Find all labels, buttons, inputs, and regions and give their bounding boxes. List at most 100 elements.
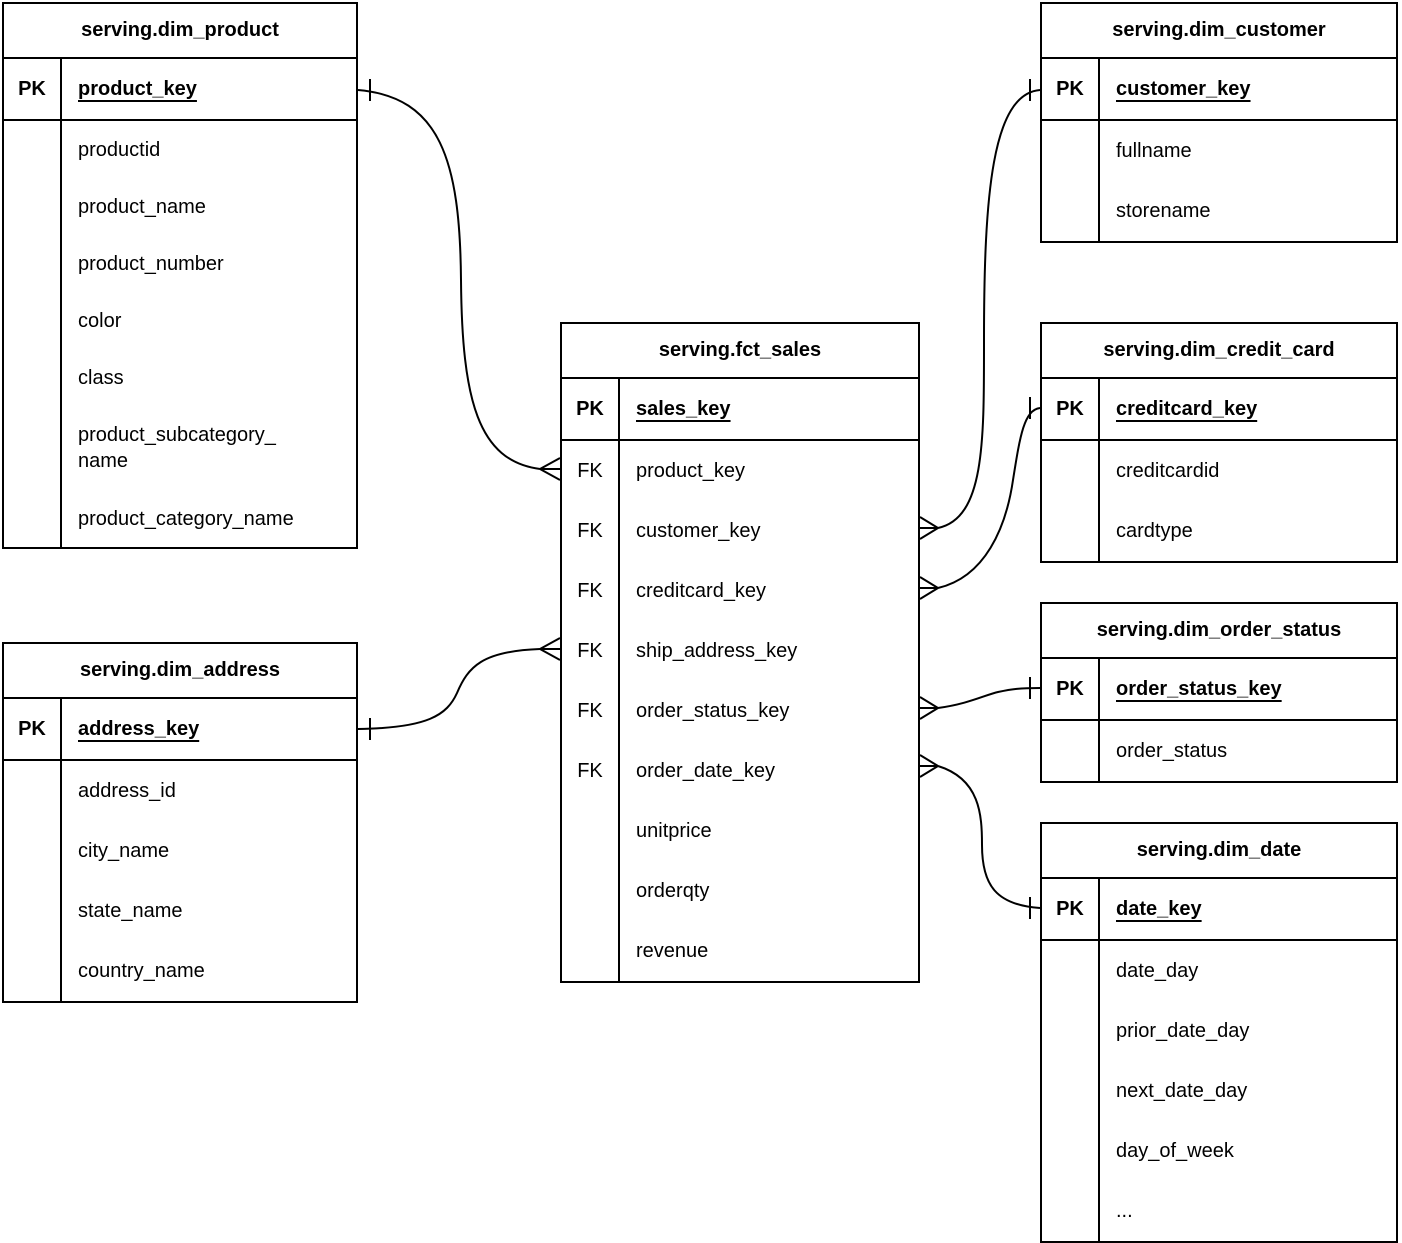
pk-field-customer_key: customer_key <box>1100 59 1396 119</box>
fk-label: FK <box>562 441 620 501</box>
table-title-dim_product: serving.dim_product <box>4 4 356 59</box>
field-name-fullname: fullname <box>1100 121 1396 181</box>
field-name-text: color <box>78 309 122 332</box>
field-row-cardtype: cardtype <box>1042 501 1396 561</box>
field-name-text: product_name <box>78 195 206 218</box>
pk-field-text: creditcard_key <box>1116 398 1258 420</box>
crow-foot-icon-order-date <box>919 754 939 778</box>
empty-key-cell <box>4 881 62 941</box>
field-name-text: ... <box>1116 1200 1133 1222</box>
field-name-product_category_name: product_category_name <box>62 490 356 547</box>
pk-label: PK <box>562 379 620 439</box>
pk-label: PK <box>1042 59 1100 119</box>
field-row-next_date_day: next_date_day <box>1042 1061 1396 1121</box>
field-row-day_of_week: day_of_week <box>1042 1121 1396 1181</box>
pk-label: PK <box>1042 379 1100 439</box>
field-name-text: productid <box>78 138 161 161</box>
field-name-product_subcategory_name: product_subcategory_ name <box>62 406 356 490</box>
field-row-creditcardid: creditcardid <box>1042 441 1396 501</box>
empty-key-cell <box>4 292 62 349</box>
crow-foot-icon-customer <box>919 516 939 540</box>
table-title-dim_date: serving.dim_date <box>1042 824 1396 879</box>
field-name-text: creditcardid <box>1116 460 1220 482</box>
field-name-text: next_date_day <box>1116 1080 1248 1102</box>
empty-key-cell <box>1042 501 1100 561</box>
relationship-line-order-date <box>937 765 1041 909</box>
field-name-product_name: product_name <box>62 178 356 235</box>
field-name-text: orderqty <box>636 880 710 902</box>
empty-key-cell <box>562 861 620 921</box>
field-row-city_name: city_name <box>4 821 356 881</box>
relationship-line-product <box>357 89 541 470</box>
field-row-ellipsis: ... <box>1042 1181 1396 1241</box>
field-name-text: customer_key <box>636 520 761 542</box>
pk-row-dim_customer: PK customer_key <box>1042 59 1396 121</box>
empty-key-cell <box>562 801 620 861</box>
field-name-text: revenue <box>636 940 709 962</box>
relationship-line-order-status <box>937 687 1041 709</box>
field-row-product_key: FK product_key <box>562 441 918 501</box>
field-name-revenue: revenue <box>620 921 918 981</box>
field-name-class: class <box>62 349 356 406</box>
table-title-dim_customer: serving.dim_customer <box>1042 4 1396 59</box>
field-name-text: product_key <box>636 460 745 482</box>
field-row-prior_date_day: prior_date_day <box>1042 1001 1396 1061</box>
field-name-text: storename <box>1116 200 1211 222</box>
fk-label: FK <box>562 621 620 681</box>
field-name-text: unitprice <box>636 820 712 842</box>
field-name-unitprice: unitprice <box>620 801 918 861</box>
pk-field-text: customer_key <box>1116 78 1251 100</box>
field-row-color: color <box>4 292 356 349</box>
field-name-text: state_name <box>78 900 183 922</box>
fk-label: FK <box>562 561 620 621</box>
field-name-productid: productid <box>62 121 356 178</box>
field-name-day_of_week: day_of_week <box>1100 1121 1396 1181</box>
field-name-text: order_date_key <box>636 760 775 782</box>
field-row-fullname: fullname <box>1042 121 1396 181</box>
field-row-unitprice: unitprice <box>562 801 918 861</box>
field-name-prior_date_day: prior_date_day <box>1100 1001 1396 1061</box>
field-name-text: fullname <box>1116 140 1192 162</box>
empty-key-cell <box>1042 941 1100 1001</box>
pk-field-order_status_key: order_status_key <box>1100 659 1396 719</box>
empty-key-cell <box>4 761 62 821</box>
field-row-state_name: state_name <box>4 881 356 941</box>
field-name-text: order_status_key <box>636 700 790 722</box>
field-name-product_key: product_key <box>620 441 918 501</box>
empty-key-cell <box>4 349 62 406</box>
field-name-text: prior_date_day <box>1116 1020 1250 1042</box>
pk-field-product_key: product_key <box>62 59 356 119</box>
field-name-storename: storename <box>1100 181 1396 241</box>
field-name-creditcard_key: creditcard_key <box>620 561 918 621</box>
empty-key-cell <box>4 941 62 1001</box>
field-name-order_status: order_status <box>1100 721 1396 781</box>
field-name-order_date_key: order_date_key <box>620 741 918 801</box>
empty-key-cell <box>4 821 62 881</box>
empty-key-cell <box>562 921 620 981</box>
field-name-ship_address_key: ship_address_key <box>620 621 918 681</box>
crow-foot-icon-creditcard <box>919 576 939 600</box>
field-name-orderqty: orderqty <box>620 861 918 921</box>
field-name-next_date_day: next_date_day <box>1100 1061 1396 1121</box>
pk-field-text: sales_key <box>636 398 731 420</box>
field-row-country_name: country_name <box>4 941 356 1001</box>
field-row-productid: productid <box>4 121 356 178</box>
field-name-state_name: state_name <box>62 881 356 941</box>
field-name-cardtype: cardtype <box>1100 501 1396 561</box>
field-row-product_number: product_number <box>4 235 356 292</box>
field-name-text: order_status <box>1116 740 1228 762</box>
pk-row-dim_credit_card: PK creditcard_key <box>1042 379 1396 441</box>
empty-key-cell <box>1042 441 1100 501</box>
field-name-text: class <box>78 366 124 389</box>
empty-key-cell <box>4 490 62 547</box>
crow-foot-icon-product <box>539 457 561 481</box>
